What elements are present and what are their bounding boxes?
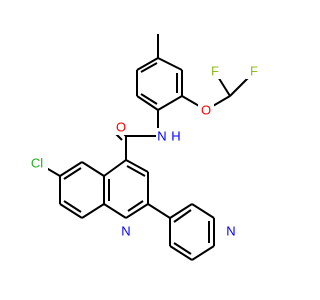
bond-aryl-6b <box>140 62 158 73</box>
bond-n1-c8a <box>103 203 127 219</box>
atom-n-amide: N H <box>156 128 186 144</box>
bond-aryl-4 <box>136 95 159 111</box>
svg-text:F: F <box>250 64 258 79</box>
bond-pyr-2 <box>191 203 215 219</box>
bond-c5-c6 <box>59 161 83 177</box>
atom-n-pyridine: N <box>223 223 239 239</box>
bond-pyr-1b <box>173 209 192 223</box>
bond-c4a-c5 <box>81 161 105 177</box>
bond-c4-c3b <box>126 165 146 177</box>
svg-text:N: N <box>121 224 130 239</box>
svg-text:O: O <box>201 103 211 118</box>
bond-aryl-1 <box>157 57 183 71</box>
atom-f1: F <box>207 63 223 79</box>
bond-aryl-6 <box>136 57 159 71</box>
bond-c2-n1b <box>127 200 144 212</box>
atom-cl: Cl <box>26 155 48 171</box>
atom-o-carbonyl: O <box>113 119 129 135</box>
svg-text:F: F <box>211 64 219 79</box>
bond-pyr-4 <box>191 245 215 261</box>
svg-text:N: N <box>226 224 235 239</box>
bond-c2-pyr <box>147 203 171 219</box>
bond-c8-c8a <box>81 203 105 219</box>
bond-c7-c8 <box>59 203 83 219</box>
bond-c5-c6b <box>63 167 82 180</box>
bond-c4a-c4 <box>103 159 127 177</box>
atom-o-ether: O <box>198 102 214 118</box>
bond-c7-c8b <box>63 200 82 213</box>
bond-pyr-1 <box>169 203 193 219</box>
molecule-structure: F F O O N H Cl N N <box>26 34 262 261</box>
atom-n-quinoline: N <box>118 223 134 239</box>
bond-pyr-5b <box>173 242 192 255</box>
bond-aryl-4b <box>140 93 158 105</box>
svg-text:Cl: Cl <box>31 156 43 171</box>
bond-c2-n1 <box>125 203 149 219</box>
atom-label-layer: F F O O N H Cl N N <box>26 63 262 239</box>
bond-pyr-5 <box>169 245 193 261</box>
svg-text:H: H <box>171 129 180 144</box>
bond-c4-c3 <box>125 159 149 173</box>
atom-f2: F <box>246 63 262 79</box>
svg-text:N: N <box>157 129 166 144</box>
bond-aryl-3 <box>157 95 183 111</box>
svg-text:O: O <box>116 120 126 135</box>
